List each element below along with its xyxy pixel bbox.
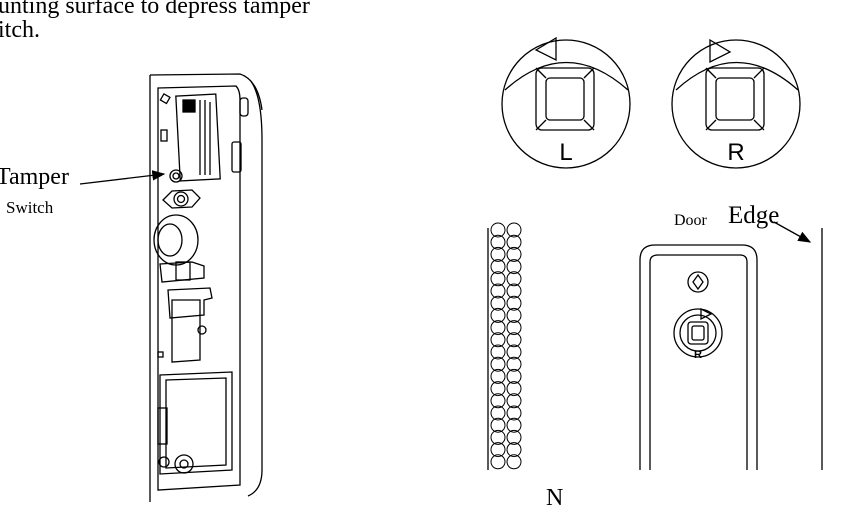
perforation-hole	[490, 454, 506, 470]
perforation-hole	[506, 368, 522, 384]
knob-right-letter: R	[727, 139, 744, 166]
perforation-holes	[490, 222, 522, 470]
perforation-hole	[490, 332, 506, 348]
perforation-hole	[490, 283, 506, 299]
perforation-hole	[506, 332, 522, 348]
instruction-text-line1: unting surface to depress tamper	[0, 0, 310, 19]
perforation-hole	[490, 344, 506, 360]
perforation-hole	[490, 381, 506, 397]
knob-right-illustration	[671, 38, 801, 169]
perforation-hole	[506, 234, 522, 250]
perforation-hole	[506, 442, 522, 458]
perforation-hole	[490, 442, 506, 458]
qr-code-icon	[182, 99, 196, 113]
door-edge-arrow	[773, 221, 812, 243]
perforation-hole	[490, 320, 506, 336]
tamper-arrow	[79, 170, 166, 185]
perforation-hole	[506, 283, 522, 299]
perforation-hole	[506, 393, 522, 409]
installed-reader	[639, 244, 758, 470]
instruction-text-line2: itch.	[0, 17, 40, 43]
perforation-hole	[506, 295, 522, 311]
perforation-hole	[490, 271, 506, 287]
perforation-hole	[506, 259, 522, 275]
perforation-hole	[506, 429, 522, 445]
reader-back-housing	[149, 73, 263, 502]
perforation-hole	[490, 295, 506, 311]
perforation-hole	[506, 417, 522, 433]
switch-label: Switch	[6, 198, 54, 217]
edge-label: Edge	[728, 202, 780, 229]
perforation-hole	[490, 405, 506, 421]
perforation-hole	[490, 368, 506, 384]
perforation-hole	[506, 454, 522, 470]
perforation-hole	[490, 393, 506, 409]
knob-left-letter: L	[559, 139, 572, 166]
perforation-hole	[506, 222, 522, 238]
perforation-hole	[506, 271, 522, 287]
perforation-hole	[506, 344, 522, 360]
perforation-hole	[506, 307, 522, 323]
perforation-hole	[506, 320, 522, 336]
perforation-hole	[506, 246, 522, 262]
perforation-hole	[506, 356, 522, 372]
triangle-right-icon	[709, 38, 732, 64]
perforation-hole	[490, 417, 506, 433]
tamper-switch-icon	[169, 169, 183, 183]
perforation-hole	[490, 259, 506, 275]
perforation-hole	[506, 405, 522, 421]
perforation-hole	[490, 307, 506, 323]
perforation-hole	[490, 356, 506, 372]
triangle-left-icon	[534, 36, 557, 62]
perforation-hole	[490, 234, 506, 250]
knob-left-illustration	[501, 36, 631, 169]
perforation-hole	[506, 381, 522, 397]
perforation-hole	[490, 429, 506, 445]
tamper-label: Tamper	[0, 164, 69, 190]
perforation-hole	[490, 246, 506, 262]
door-label: Door	[674, 212, 707, 229]
installed-knob-letter: R	[694, 349, 702, 361]
perforation-hole	[490, 222, 506, 238]
